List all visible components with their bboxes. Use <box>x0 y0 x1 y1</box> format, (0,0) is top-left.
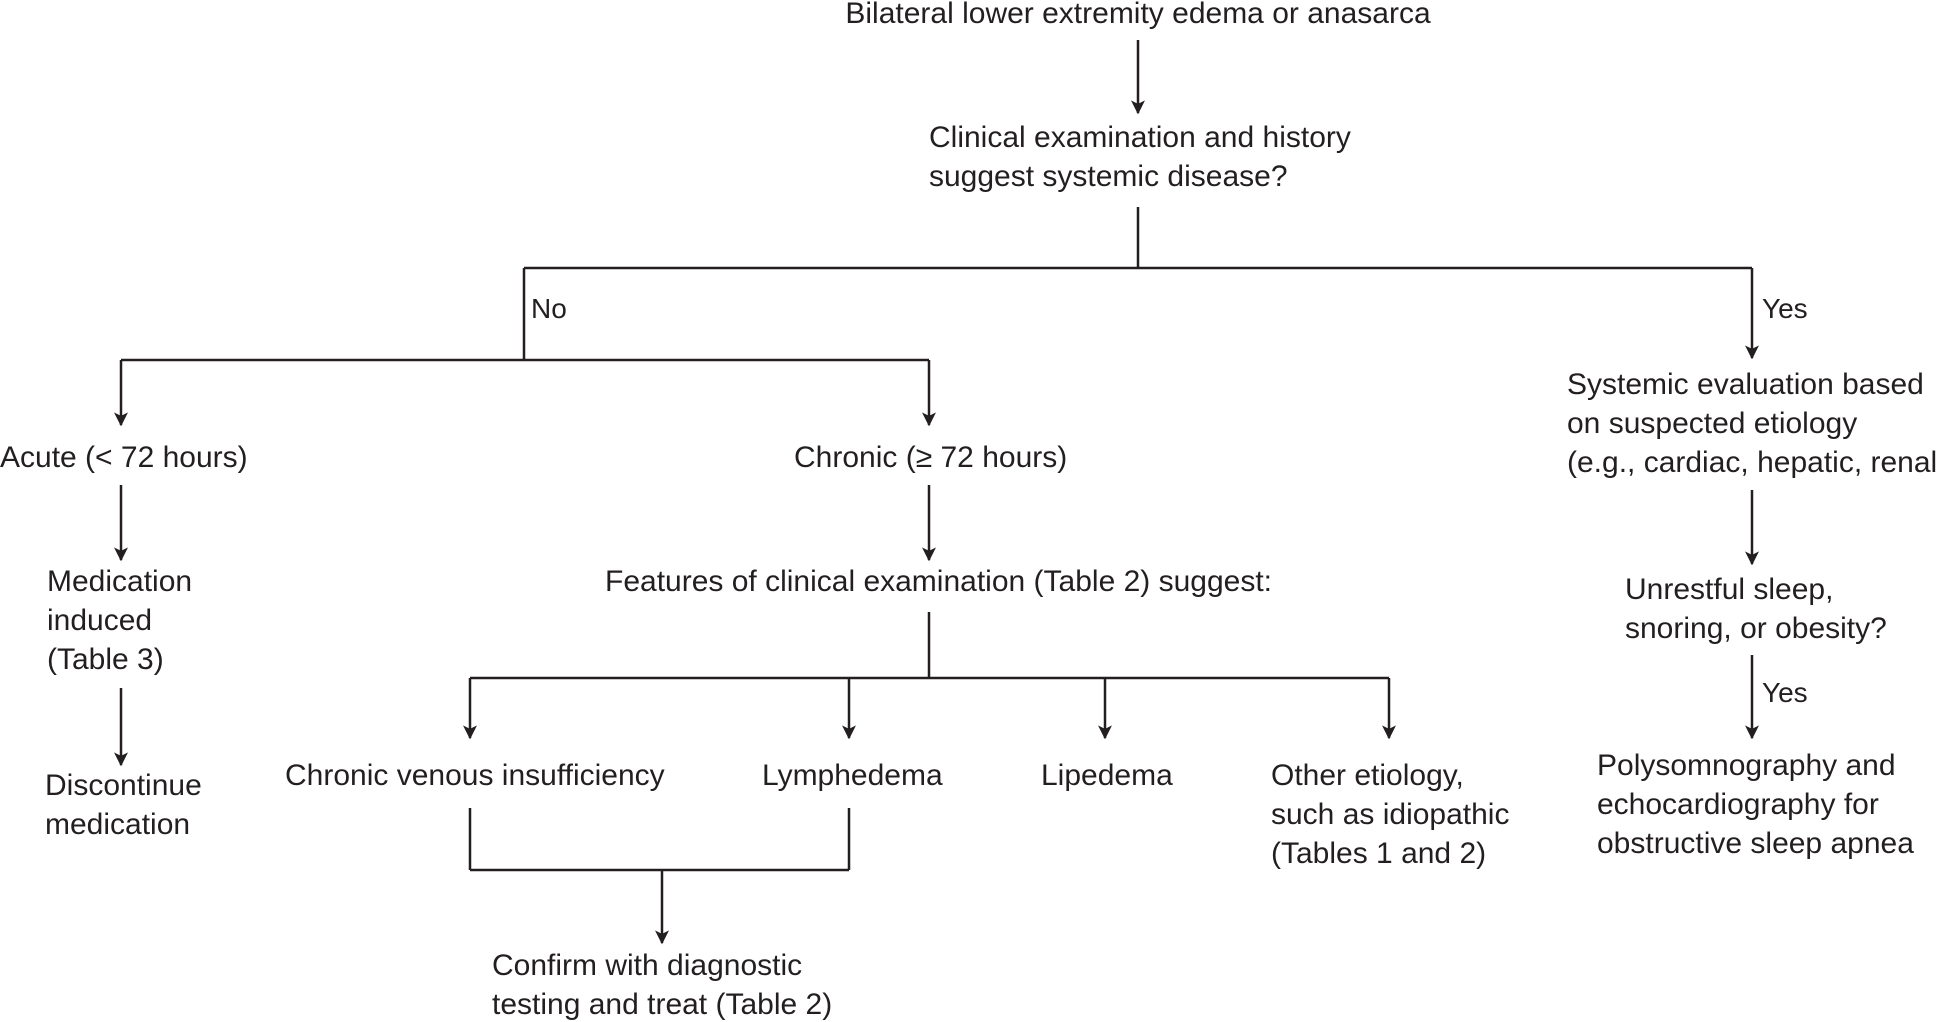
node-start: Bilateral lower extremity edema or anasa… <box>845 0 1431 30</box>
node-venous-insufficiency: Chronic venous insufficiency <box>285 759 665 792</box>
edge-label-yes-systemic: Yes <box>1762 293 1808 324</box>
node-other-etiology: Other etiology, such as idiopathic (Tabl… <box>1271 759 1510 870</box>
node-systemic-question: Clinical examination and history suggest… <box>929 121 1351 193</box>
node-polysomnography: Polysomnography and echocardiography for… <box>1597 749 1914 860</box>
node-medication-induced: Medication induced (Table 3) <box>47 565 193 676</box>
node-acute: Acute (< 72 hours) <box>0 441 248 474</box>
node-chronic: Chronic (≥ 72 hours) <box>794 441 1068 474</box>
node-sleep-question: Unrestful sleep, snoring, or obesity? <box>1625 573 1887 645</box>
node-features: Features of clinical examination (Table … <box>605 565 1273 598</box>
node-discontinue-medication: Discontinue medication <box>45 769 202 841</box>
edge-label-no: No <box>531 293 567 324</box>
node-lipedema: Lipedema <box>1041 759 1173 792</box>
node-lymphedema: Lymphedema <box>762 759 943 792</box>
edge-label-yes-sleep: Yes <box>1762 677 1808 708</box>
node-systemic-evaluation: Systemic evaluation based on suspected e… <box>1567 368 1937 479</box>
node-confirm-diagnostic: Confirm with diagnostic testing and trea… <box>492 949 833 1021</box>
